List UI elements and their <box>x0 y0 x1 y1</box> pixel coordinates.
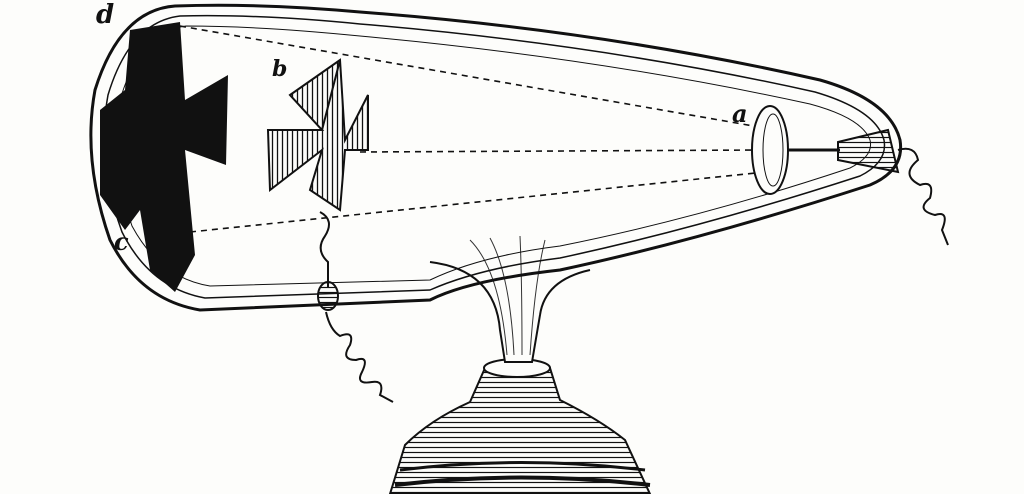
base-stand <box>388 358 652 494</box>
label-a: a <box>732 99 748 128</box>
disc-electrode-a <box>751 105 840 195</box>
tube-stem <box>429 235 591 363</box>
lower-coil <box>325 311 394 403</box>
maltese-cross-b <box>266 58 369 212</box>
label-c: c <box>114 227 129 256</box>
cathode-rays <box>179 25 766 233</box>
shadow-cross <box>100 22 228 292</box>
cross-support-wire <box>317 211 339 311</box>
terminal-right <box>837 128 949 246</box>
label-d: d <box>96 0 115 30</box>
label-b: b <box>272 56 288 82</box>
